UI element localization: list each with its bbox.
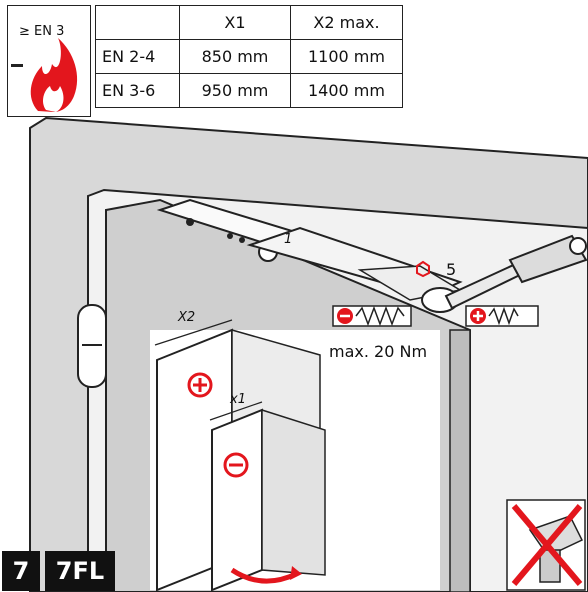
header-cell: X2 max. [290,5,403,40]
door-edge [449,329,471,592]
table-cell: EN 3-6 [95,73,180,108]
fire-icon [11,38,78,112]
model-badge: 7FL [45,551,115,591]
table-cell: 850 mm [179,39,291,74]
table-cell: 1100 mm [290,39,403,74]
table-cell: EN 2-4 [95,39,180,74]
header-cell [95,5,180,40]
dimension-x1-label: x1 [230,392,246,407]
hex-size-label: 5 [446,260,457,279]
dimension-x2-label: X2 [178,310,196,325]
door-swing-arrow-icon [230,567,298,584]
spec-table: X1 X2 max. EN 2-4 850 mm 1100 mm EN 3-6 … [95,5,403,108]
table-row: EN 2-4 850 mm 1100 mm [95,39,403,74]
step-badge: 7 [2,551,40,591]
table-row: X1 X2 max. [95,5,403,40]
fire-rating-label: ≥ EN 3 [19,24,65,39]
table-cell: 950 mm [179,73,291,108]
fire-rating-panel: ≥ EN 3 [7,5,91,117]
torque-label: max. 20 Nm [329,342,428,361]
table-row: EN 3-6 950 mm 1400 mm [95,73,403,108]
table-cell: 1400 mm [290,73,403,108]
header-cell: X1 [179,5,291,40]
small-door-small [211,408,263,592]
arm-number-label: 1 [284,232,293,247]
